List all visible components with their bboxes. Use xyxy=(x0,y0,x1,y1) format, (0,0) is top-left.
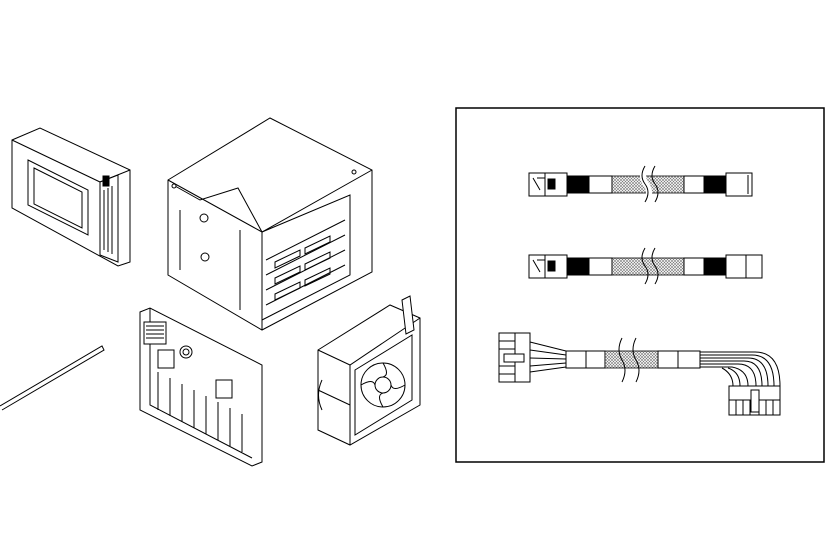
drive-cage-illustration xyxy=(167,117,373,331)
signal-cable-illustration xyxy=(528,247,763,285)
drive-tray-illustration xyxy=(11,127,131,267)
power-cable-illustration xyxy=(498,332,781,416)
strip-illustration xyxy=(0,345,105,411)
signal-cable-illustration xyxy=(528,165,753,204)
backplane-illustration xyxy=(139,307,263,467)
fan-assembly-illustration xyxy=(317,295,421,446)
